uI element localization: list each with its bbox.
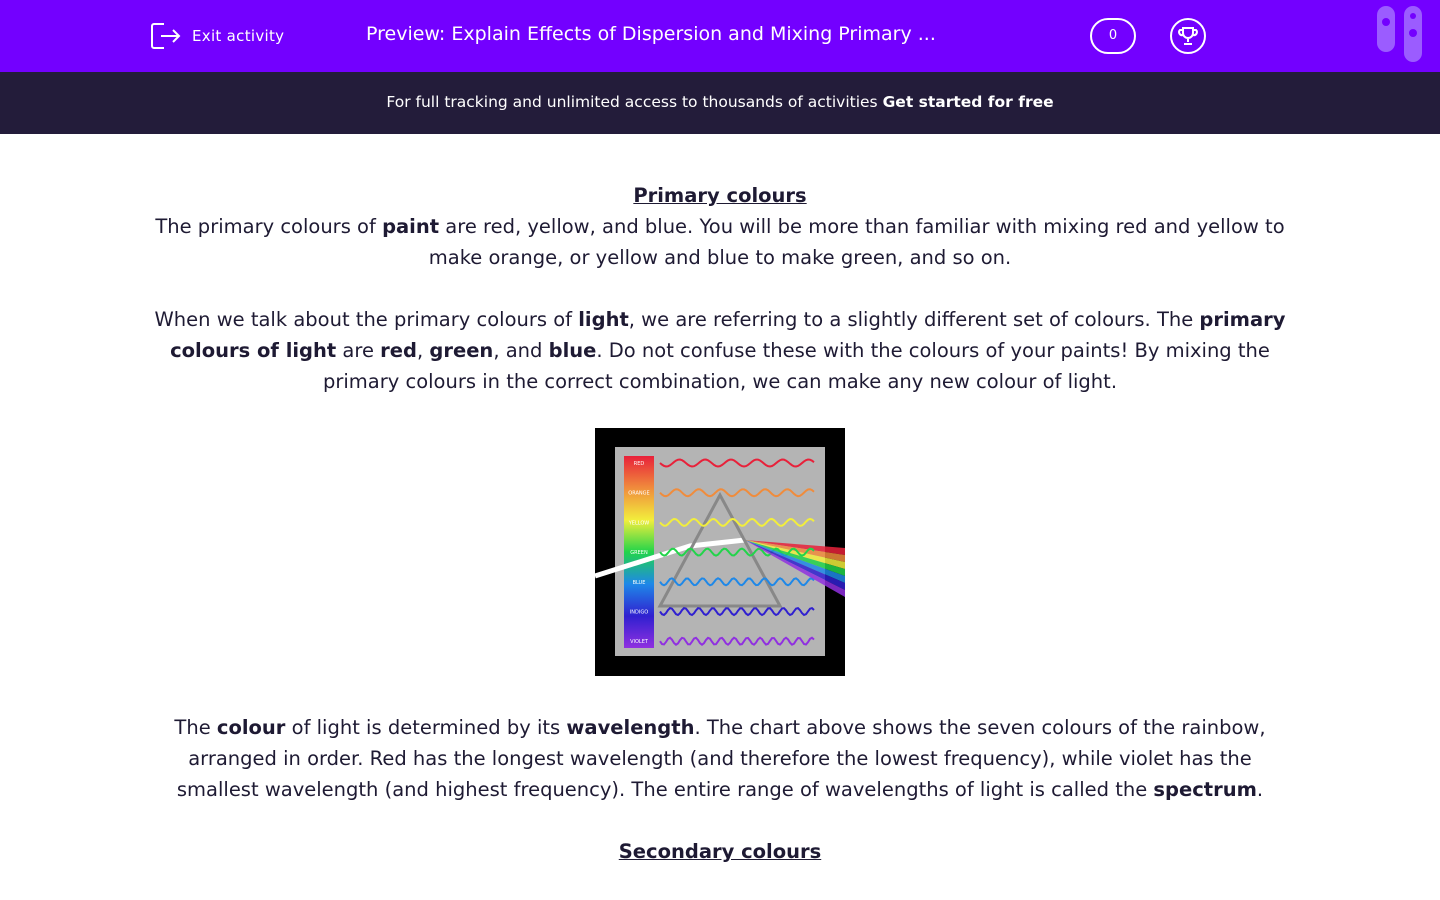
heading-primary-colours: Primary colours	[633, 184, 807, 207]
text: ,	[416, 339, 430, 362]
spectrum-label: RED	[634, 461, 645, 467]
text: .	[1256, 778, 1264, 801]
spectrum-diagram: RED ORANGE YELLOW GREEN BLUE INDIGO VIOLET	[594, 447, 845, 656]
content: Primary colours The primary colours of p…	[150, 134, 1290, 867]
wave-orange	[659, 488, 815, 498]
bold-text: colour	[216, 716, 286, 739]
wave-red	[659, 458, 815, 468]
exit-label: Exit activity	[192, 27, 285, 45]
text: . Do not confuse these with the colours …	[322, 339, 1270, 393]
spectrum-bar	[624, 456, 654, 648]
wave-indigo	[659, 606, 815, 617]
paragraph-wavelength: The colour of light is determined by its…	[150, 712, 1290, 805]
bold-text: green	[429, 339, 494, 362]
wave-violet	[659, 636, 815, 646]
bold-text: light	[578, 308, 629, 331]
activity-title: Preview: Explain Effects of Dispersion a…	[366, 23, 936, 45]
banner-text: For full tracking and unlimited access t…	[386, 93, 883, 111]
signup-banner: For full tracking and unlimited access t…	[0, 72, 1440, 134]
spectrum-label: GREEN	[630, 550, 648, 556]
light-beam	[594, 537, 746, 579]
text: , we are referring to a slightly differe…	[628, 308, 1200, 331]
spectrum-label: YELLOW	[628, 520, 650, 526]
prism	[657, 491, 783, 608]
bold-text: red	[380, 339, 417, 362]
score-counter: 0	[1090, 18, 1136, 54]
get-started-link[interactable]: Get started for free	[882, 93, 1054, 111]
text: , and	[493, 339, 549, 362]
spectrum-figure: RED ORANGE YELLOW GREEN BLUE INDIGO VIOLET	[594, 428, 845, 676]
wave-blue	[659, 577, 815, 587]
trophy-button[interactable]	[1170, 18, 1206, 54]
text: are red, yellow, and blue. You will be m…	[428, 215, 1285, 269]
paragraph-paint: The primary colours of paint are red, ye…	[150, 211, 1290, 273]
spectrum-label: VIOLET	[630, 639, 649, 645]
spectrum-label: INDIGO	[630, 610, 648, 616]
bold-text: wavelength	[566, 716, 695, 739]
text: of light is determined by its	[285, 716, 567, 739]
test-tubes-icon	[1377, 6, 1422, 62]
top-bar: Exit activity Preview: Explain Effects o…	[0, 0, 1440, 72]
bold-text: paint	[382, 215, 440, 238]
spectrum-label: BLUE	[633, 580, 646, 586]
text: are	[336, 339, 381, 362]
spectrum-label: ORANGE	[628, 491, 649, 497]
paragraph-light: When we talk about the primary colours o…	[150, 304, 1290, 397]
text: The primary colours of	[155, 215, 383, 238]
exit-activity-button[interactable]: Exit activity	[150, 22, 284, 50]
text: When we talk about the primary colours o…	[154, 308, 579, 331]
bold-text: blue	[548, 339, 597, 362]
text: The	[174, 716, 217, 739]
dispersed-ray	[745, 540, 845, 597]
bold-text: primary colours of light	[170, 308, 1286, 362]
trophy-icon	[1178, 27, 1198, 45]
exit-icon	[151, 23, 181, 49]
heading-secondary-colours: Secondary colours	[618, 840, 822, 863]
text: . The chart above shows the seven colour…	[176, 716, 1266, 801]
bold-text: spectrum	[1153, 778, 1257, 801]
wave-yellow	[659, 517, 815, 527]
